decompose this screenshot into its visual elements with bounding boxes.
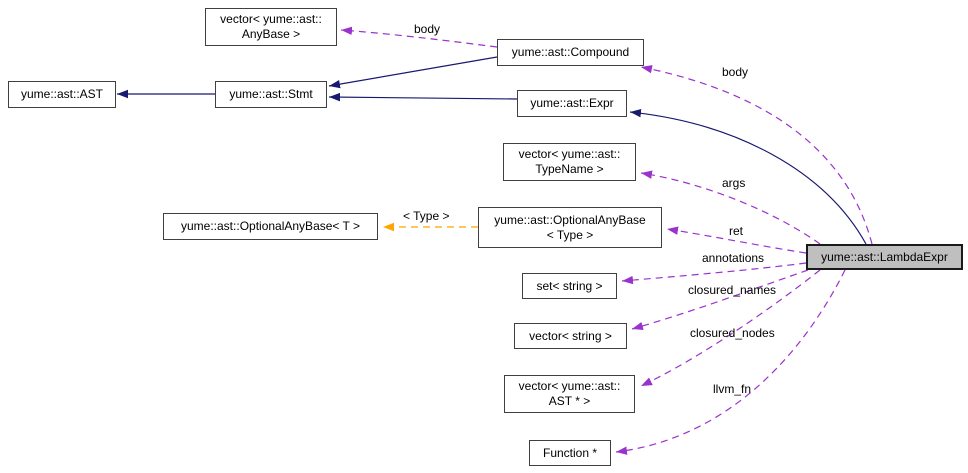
node-yume-ast-stmt[interactable]: yume::ast::Stmt — [215, 81, 327, 108]
edge-lambda-to-vector-string-closured-names — [631, 269, 809, 331]
node-yume-ast-expr[interactable]: yume::ast::Expr — [517, 90, 627, 117]
edge-lambda-to-set-string-annotations — [621, 262, 807, 285]
edge-compound-to-vector-anybase-body — [340, 26, 498, 48]
edge-label-template-type: < Type > — [403, 209, 450, 223]
edge-label-closured-names: closured_names — [688, 283, 777, 297]
edge-label-llvm-fn: llvm_fn — [713, 382, 752, 396]
node-vector-ast-ptr[interactable]: vector< yume::ast:: AST * > — [504, 375, 635, 413]
node-optional-anybase-t[interactable]: yume::ast::OptionalAnyBase< T > — [163, 213, 378, 240]
node-yume-ast-lambdaexpr[interactable]: yume::ast::LambdaExpr — [806, 244, 963, 270]
edge-lambda-to-function-ptr-llvm-fn — [615, 269, 846, 455]
edge-lambda-to-vector-typename-args — [640, 170, 821, 245]
node-vector-anybase[interactable]: vector< yume::ast:: AnyBase > — [205, 8, 337, 46]
node-yume-ast-ast[interactable]: yume::ast::AST — [8, 81, 116, 108]
edge-lambda-to-compound-body — [640, 65, 873, 245]
node-vector-string[interactable]: vector< string > — [514, 323, 627, 349]
edge-lambda-to-expr — [629, 108, 867, 245]
node-yume-ast-compound[interactable]: yume::ast::Compound — [497, 39, 644, 66]
edge-expr-to-stmt — [328, 92, 518, 102]
node-vector-typename[interactable]: vector< yume::ast:: TypeName > — [503, 143, 636, 181]
edge-label-body-outer: body — [722, 65, 749, 79]
edge-label-body-inner: body — [414, 22, 441, 36]
edge-label-ret: ret — [729, 224, 744, 238]
node-set-string[interactable]: set< string > — [522, 273, 617, 299]
node-optional-anybase-type[interactable]: yume::ast::OptionalAnyBase < Type > — [478, 207, 662, 248]
node-function-ptr[interactable]: Function * — [529, 440, 611, 466]
edge-lambda-to-optional-type-ret — [666, 226, 807, 254]
edge-label-args: args — [722, 176, 746, 190]
edge-compound-to-stmt — [328, 56, 498, 89]
edge-label-annotations: annotations — [702, 251, 765, 265]
edge-label-closured-nodes: closured_nodes — [690, 326, 775, 340]
